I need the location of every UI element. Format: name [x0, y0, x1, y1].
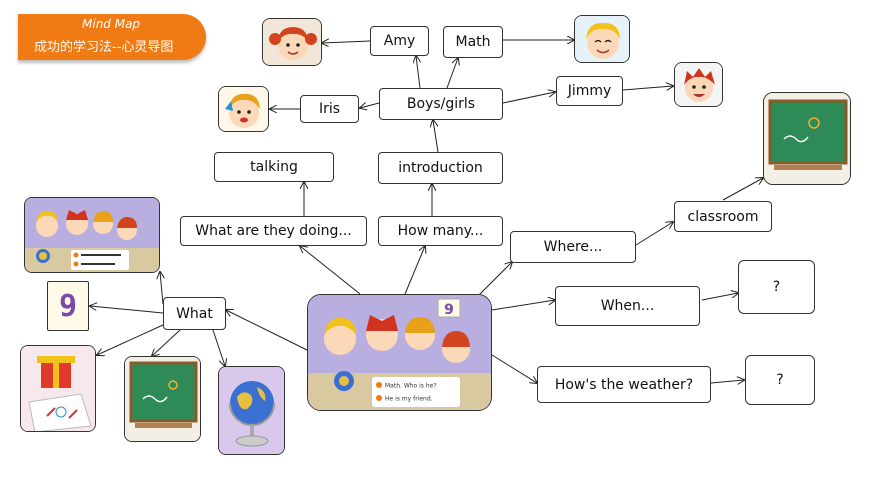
edge-classroom-pic — [722, 178, 763, 201]
math-portrait — [574, 15, 630, 63]
blackboard-icon — [125, 357, 200, 441]
boy-face-icon — [219, 87, 268, 131]
node-where: Where... — [510, 231, 636, 263]
node-iris: Iris — [300, 95, 359, 123]
node-where-label: Where... — [543, 239, 603, 255]
node-how-many-label: How many... — [397, 223, 484, 239]
node-what-doing: What are they doing... — [180, 216, 367, 246]
edge-center-how-many — [404, 246, 425, 295]
node-what: What — [163, 297, 226, 330]
node-boys-girls: Boys/girls — [379, 88, 503, 120]
boy-face-icon — [675, 63, 722, 106]
edge-what-board — [152, 329, 181, 356]
node-classroom-label: classroom — [687, 208, 759, 225]
node-amy-label: Amy — [383, 33, 416, 49]
edge-center-what-doing — [300, 246, 361, 295]
node-talking: talking — [214, 152, 334, 182]
node-how-many: How many... — [378, 216, 503, 246]
edge-center-what — [226, 310, 308, 351]
classroom-board-picture — [763, 92, 851, 185]
node-talking-label: talking — [250, 159, 298, 175]
gift-picture — [20, 345, 96, 432]
central-classroom-picture: 9 Math. Who is he? He is my friend. — [307, 294, 492, 411]
edge-what-nine — [90, 306, 164, 314]
node-what-label: What — [176, 305, 213, 322]
edge-what-gift — [97, 324, 164, 355]
node-what-doing-label: What are they doing... — [195, 223, 352, 239]
node-introduction-label: introduction — [398, 160, 483, 176]
edge-center-weather — [491, 354, 537, 383]
node-iris-label: Iris — [318, 101, 341, 117]
number-nine-picture: 9 — [47, 281, 89, 331]
node-q1: ? — [738, 260, 815, 314]
edge-what-globe — [212, 329, 225, 366]
node-when-label: When... — [600, 298, 655, 314]
edge-boys-amy — [416, 56, 420, 89]
edge-weather-q2 — [710, 380, 744, 383]
edge-boys-iris — [360, 103, 380, 108]
edge-jimmy-pic — [622, 86, 673, 90]
mind-map-badge: Mind Map 成功的学习法--心灵导图 — [18, 14, 206, 60]
node-classroom: classroom — [674, 201, 772, 232]
node-weather: How's the weather? — [537, 366, 711, 403]
node-jimmy-label: Jimmy — [567, 83, 612, 99]
speech-line-2: He is my friend. — [385, 396, 433, 403]
node-math-label: Math — [455, 34, 491, 50]
gift-box-icon — [21, 346, 95, 431]
boy-face-icon — [575, 16, 629, 62]
edge-center-where — [477, 262, 512, 297]
edge-boys-jimmy — [502, 92, 555, 104]
blackboard-picture — [124, 356, 201, 442]
node-weather-label: How's the weather? — [554, 376, 694, 393]
kids-group-picture — [24, 197, 160, 273]
node-jimmy: Jimmy — [556, 76, 623, 106]
edge-amy-pic — [322, 41, 371, 43]
children-classroom-icon: 9 Math. Who is he? He is my friend. — [308, 295, 491, 410]
node-math: Math — [443, 26, 503, 58]
edge-what-group-pic — [160, 272, 163, 305]
node-q2: ? — [745, 355, 815, 405]
girl-face-icon — [263, 19, 321, 65]
node-q2-label: ? — [776, 372, 784, 388]
edge-center-when — [491, 300, 555, 311]
node-introduction: introduction — [378, 152, 503, 184]
node-boys-girls-label: Boys/girls — [406, 96, 476, 112]
blackboard-icon — [764, 93, 850, 184]
iris-portrait — [218, 86, 269, 132]
globe-picture — [218, 366, 285, 455]
node-amy: Amy — [370, 26, 429, 56]
edge-when-q1 — [701, 293, 738, 301]
edge-boys-math — [446, 58, 458, 89]
children-group-icon — [25, 198, 159, 272]
edge-where-classroom — [635, 222, 673, 246]
globe-icon — [219, 367, 284, 454]
node-when: When... — [555, 286, 700, 326]
number-nine-text: 9 — [58, 288, 78, 324]
badge-subtitle: 成功的学习法--心灵导图 — [34, 40, 174, 55]
jimmy-portrait — [674, 62, 723, 107]
badge-title: Mind Map — [82, 17, 141, 31]
edge-introduction-boys — [433, 120, 439, 153]
central-badge-text: 9 — [444, 302, 454, 318]
node-q1-label: ? — [772, 279, 781, 295]
speech-line-1: Math. Who is he? — [385, 383, 437, 390]
amy-portrait — [262, 18, 322, 66]
